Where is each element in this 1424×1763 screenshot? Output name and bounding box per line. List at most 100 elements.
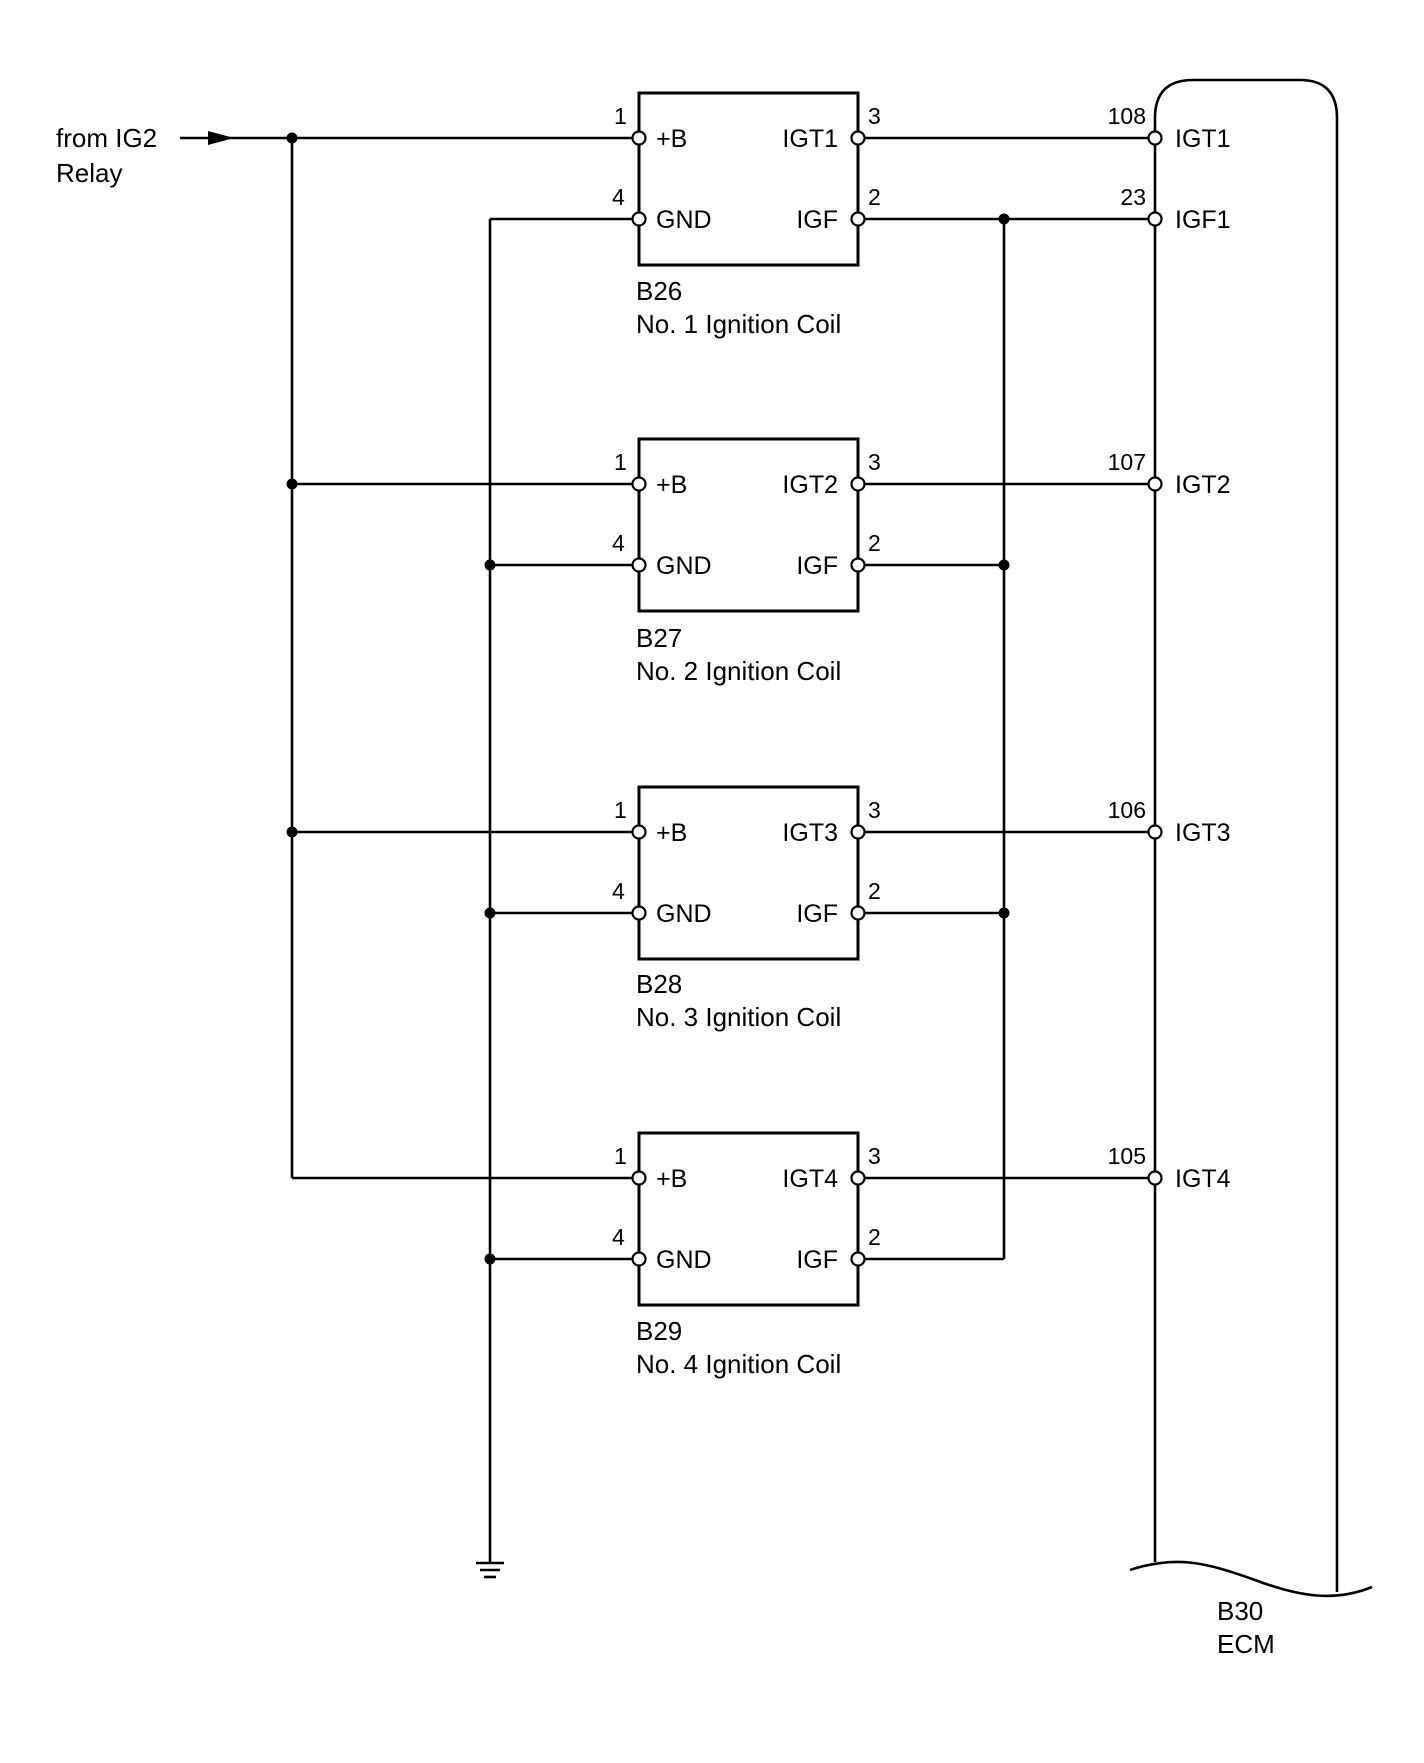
ecm-signal-label: IGT2 (1175, 471, 1231, 499)
coil-name-label: No. 1 Ignition Coil (636, 309, 841, 339)
ecm-pin-number: 107 (1108, 449, 1146, 475)
terminal (1147, 130, 1163, 146)
terminal (631, 1251, 647, 1267)
source-label-line1: from IG2 (56, 123, 157, 153)
terminal (631, 557, 647, 573)
signal-label-igf: IGF (796, 900, 838, 928)
ecm-signal-label: IGT1 (1175, 125, 1231, 153)
igf-junction (998, 213, 1010, 225)
ecm-terminal-igf1: 23 IGF1 (1120, 184, 1230, 234)
ecm-name-label: ECM (1217, 1629, 1275, 1659)
terminal (850, 130, 866, 146)
ecm-signal-label: IGF1 (1175, 206, 1231, 234)
ecm-signal-label: IGT3 (1175, 819, 1231, 847)
pin-number-igt: 3 (868, 797, 881, 823)
signal-label-igf: IGF (796, 206, 838, 234)
ignition-coil-2: 1 +B 4 GND 3 IGT2 2 IGF B27 No. 2 Igniti… (612, 437, 881, 686)
pin-number-b: 1 (614, 103, 627, 129)
ecm-signal-label: IGT4 (1175, 1165, 1231, 1193)
pin-number-b: 1 (614, 797, 627, 823)
coil-body (637, 785, 860, 961)
coil-connector-label: B26 (636, 276, 682, 306)
terminal (631, 476, 647, 492)
supply-junction (286, 132, 298, 144)
signal-label-igt: IGT2 (782, 471, 838, 499)
ignition-coil-1: 1 +B 4 GND 3 IGT1 2 IGF B26 No. 1 Igniti… (612, 91, 881, 339)
coil-body (637, 1131, 860, 1307)
ecm-terminal-igt1: 108 IGT1 (1108, 103, 1231, 153)
source-label-line2: Relay (56, 158, 122, 188)
ecm-break-line (1129, 1560, 1373, 1598)
terminal (631, 824, 647, 840)
signal-label-igf: IGF (796, 552, 838, 580)
ground-junction (484, 907, 496, 919)
signal-label-igt: IGT4 (782, 1165, 838, 1193)
pin-number-gnd: 4 (612, 878, 625, 904)
terminal (850, 1251, 866, 1267)
pin-number-igt: 3 (868, 1143, 881, 1169)
pin-number-igf: 2 (868, 878, 881, 904)
terminal (850, 476, 866, 492)
pin-number-igt: 3 (868, 449, 881, 475)
terminal (1147, 476, 1163, 492)
ground-symbol (476, 1561, 504, 1579)
signal-label-gnd: GND (656, 900, 712, 928)
terminal (850, 824, 866, 840)
terminal (631, 130, 647, 146)
terminal (850, 211, 866, 227)
supply-junction (286, 478, 298, 490)
signal-label-igf: IGF (796, 1246, 838, 1274)
ecm-terminal-igt4: 105 IGT4 (1108, 1143, 1231, 1193)
supply-junction (286, 826, 298, 838)
pin-number-igt: 3 (868, 103, 881, 129)
terminal (850, 1170, 866, 1186)
signal-label-b: +B (656, 125, 687, 153)
signal-label-igt: IGT3 (782, 819, 838, 847)
ecm-pin-number: 105 (1108, 1143, 1146, 1169)
coil-connector-label: B27 (636, 623, 682, 653)
signal-label-b: +B (656, 1165, 687, 1193)
terminal (631, 211, 647, 227)
signal-label-igt: IGT1 (782, 125, 838, 153)
pin-number-b: 1 (614, 1143, 627, 1169)
terminal (1147, 1170, 1163, 1186)
ground-junction (484, 559, 496, 571)
signal-label-b: +B (656, 819, 687, 847)
signal-label-gnd: GND (656, 552, 712, 580)
pin-number-igf: 2 (868, 184, 881, 210)
terminal (1147, 824, 1163, 840)
ground-junction (484, 1253, 496, 1265)
pin-number-b: 1 (614, 449, 627, 475)
pin-number-gnd: 4 (612, 530, 625, 556)
ecm-terminal-igt2: 107 IGT2 (1108, 449, 1231, 499)
pin-number-gnd: 4 (612, 184, 625, 210)
coil-name-label: No. 2 Ignition Coil (636, 656, 841, 686)
ecm-pin-number: 106 (1108, 797, 1146, 823)
terminal (850, 557, 866, 573)
pin-number-igf: 2 (868, 530, 881, 556)
coil-body (637, 437, 860, 613)
ignition-coil-3: 1 +B 4 GND 3 IGT3 2 IGF B28 No. 3 Igniti… (612, 785, 881, 1032)
ecm-pin-number: 108 (1108, 103, 1146, 129)
ecm-outline (1153, 78, 1339, 1592)
signal-label-b: +B (656, 471, 687, 499)
signal-label-gnd: GND (656, 206, 712, 234)
pin-number-igf: 2 (868, 1224, 881, 1250)
terminal (850, 905, 866, 921)
ecm-terminal-igt3: 106 IGT3 (1108, 797, 1231, 847)
pin-number-gnd: 4 (612, 1224, 625, 1250)
terminal (1147, 211, 1163, 227)
coil-connector-label: B29 (636, 1316, 682, 1346)
coil-connector-label: B28 (636, 969, 682, 999)
terminal (631, 905, 647, 921)
igf-junction (998, 907, 1010, 919)
ecm-pin-number: 23 (1120, 184, 1146, 210)
coil-body (637, 91, 860, 267)
ignition-coil-4: 1 +B 4 GND 3 IGT4 2 IGF B29 No. 4 Igniti… (612, 1131, 881, 1379)
ecm-connector-label: B30 (1217, 1596, 1263, 1626)
igf-junction (998, 559, 1010, 571)
coil-name-label: No. 3 Ignition Coil (636, 1002, 841, 1032)
terminal (631, 1170, 647, 1186)
signal-label-gnd: GND (656, 1246, 712, 1274)
